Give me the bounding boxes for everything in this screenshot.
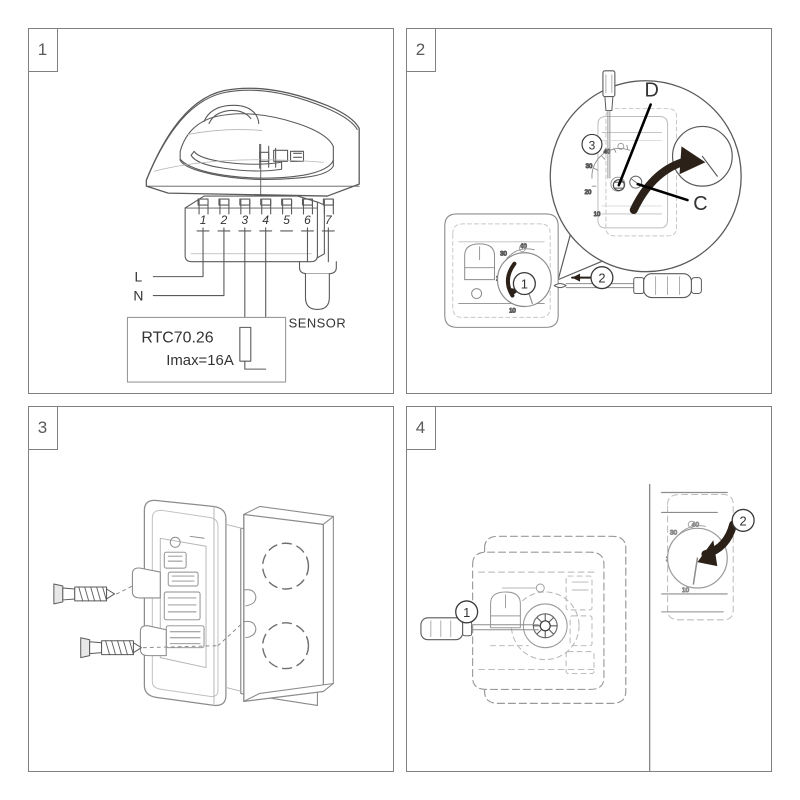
terminal-label-2: 2 xyxy=(220,213,228,227)
panel-1-artwork: 1 2 3 4 5 6 7 L N SENSOR RTC70.26 Imax=1… xyxy=(126,87,360,383)
callout-leaders xyxy=(617,103,689,202)
knockout-bottom xyxy=(262,622,310,670)
knob-fit-arrow xyxy=(697,520,738,567)
dial-tick-10: 10 xyxy=(682,587,690,594)
load-model-label: RTC70.26 xyxy=(141,329,213,346)
panel-number-badge: 4 xyxy=(405,405,436,450)
svg-text:3: 3 xyxy=(589,138,596,152)
screwdriver-horizontal xyxy=(553,273,702,299)
step-markers: 1 2 xyxy=(455,508,755,624)
terminal-label-6: 6 xyxy=(304,213,311,227)
panel-2-artwork: 20 30 40 10 xyxy=(444,70,742,328)
panel-1-wiring-diagram: 1 xyxy=(27,27,394,394)
terminal-label-5: 5 xyxy=(283,213,290,227)
dial-tick-30: 30 xyxy=(670,529,678,536)
dial-tick-10: 10 xyxy=(594,212,601,218)
screwdriver-tightening xyxy=(420,617,539,641)
terminal-label-7: 7 xyxy=(325,213,332,227)
step-marker-2: 2 xyxy=(731,508,755,532)
thermostat-body xyxy=(145,87,360,209)
dial-tick-40: 40 xyxy=(692,521,700,528)
wire-label-neutral: N xyxy=(133,288,143,304)
terminal-label-3: 3 xyxy=(241,213,248,227)
knockout-top xyxy=(262,542,310,590)
sensor-probe xyxy=(298,261,337,311)
step-marker-3: 3 xyxy=(581,133,603,155)
step-marker-1: 1 xyxy=(512,272,536,296)
thermostat-front-main xyxy=(472,535,627,704)
terminal-block xyxy=(184,195,325,263)
dial-tick-30: 30 xyxy=(500,252,507,258)
panel-number-badge: 2 xyxy=(405,27,436,72)
sensor-label: SENSOR xyxy=(289,315,347,330)
removed-knob xyxy=(671,125,733,187)
dial-tick-40: 40 xyxy=(604,149,611,155)
step-markers: 1 2 3 xyxy=(512,133,614,296)
knob-refit-inset: 20 30 40 10 xyxy=(661,491,734,621)
panel-3-wall-box-mounting: 3 xyxy=(27,405,394,772)
panel-number-badge: 1 xyxy=(27,27,58,72)
screwdriver-vertical xyxy=(602,70,616,179)
mounting-screw-top xyxy=(53,583,133,605)
set-screw xyxy=(539,620,551,632)
svg-text:1: 1 xyxy=(521,277,528,292)
panel-4-artwork: 20 30 40 10 xyxy=(420,483,755,771)
load-rating-label: Imax=16A xyxy=(166,353,234,369)
dial-tick-30: 30 xyxy=(586,164,593,170)
wire-label-live: L xyxy=(135,269,143,285)
callout-label-D: D xyxy=(644,80,658,102)
dial-tick-20: 20 xyxy=(585,190,592,196)
thermostat-chassis xyxy=(131,499,243,707)
svg-text:2: 2 xyxy=(740,513,747,528)
step-marker-1: 1 xyxy=(455,600,479,624)
callout-label-C: C xyxy=(693,193,707,215)
panel-3-artwork xyxy=(53,499,334,707)
dial-tick-40: 40 xyxy=(520,244,527,250)
thermostat-front-small: 20 30 40 10 xyxy=(444,213,559,328)
wall-box xyxy=(240,505,334,706)
panel-4-knob-refitting: 4 xyxy=(405,405,772,772)
terminal-label-4: 4 xyxy=(262,213,269,227)
step-marker-2: 2 xyxy=(590,266,614,290)
mounting-lug-top xyxy=(131,567,161,599)
knob-removal-arrow xyxy=(629,146,706,214)
load-box xyxy=(126,316,287,383)
dial-tick-10: 10 xyxy=(509,308,516,314)
mounting-screw-bottom xyxy=(80,621,245,659)
terminal-label-1: 1 xyxy=(200,213,207,227)
mounting-lug-bottom xyxy=(139,625,167,657)
panel-2-knob-removal: 2 xyxy=(405,27,772,394)
svg-text:1: 1 xyxy=(463,605,470,620)
svg-text:2: 2 xyxy=(598,271,605,286)
panel-number-badge: 3 xyxy=(27,405,58,450)
